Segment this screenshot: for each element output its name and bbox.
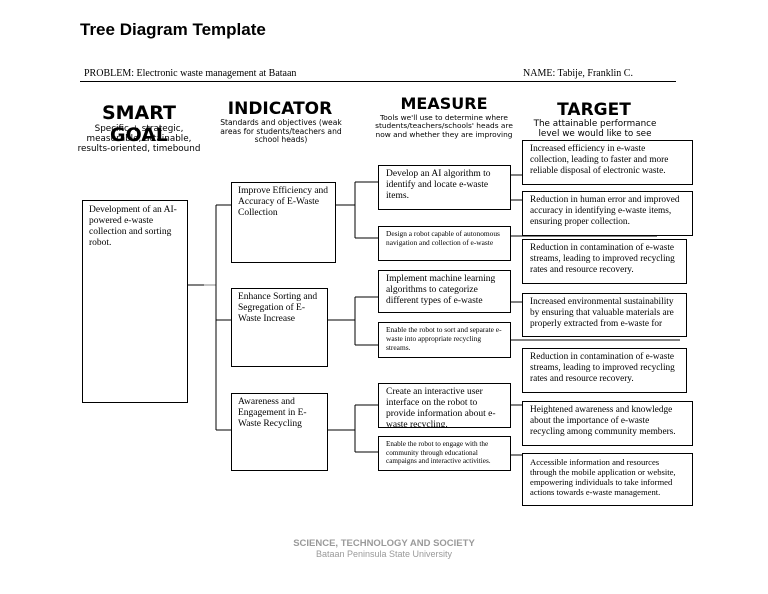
footer-university: Bataan Peninsula State University — [315, 549, 453, 559]
smart-goal-subtitle: Specific + strategic, measurable, attain… — [77, 124, 201, 154]
measure-text: Develop an AI algorithm to identify and … — [386, 169, 491, 201]
measure-box: Develop an AI algorithm to identify and … — [378, 165, 511, 210]
footer-course: SCIENCE, TECHNOLOGY AND SOCIETY — [293, 538, 475, 549]
target-box: Accessible information and resources thr… — [522, 453, 693, 506]
target-box: Increased environmental sustainability b… — [522, 293, 687, 337]
indicator-box: Awareness and Engagement in E-Waste Recy… — [231, 393, 328, 471]
target-box: Reduction in contamination of e-waste st… — [522, 348, 687, 393]
problem-statement: PROBLEM: Electronic waste management at … — [84, 68, 297, 79]
target-text: Heightened awareness and knowledge about… — [530, 405, 676, 437]
measure-box: Enable the robot to engage with the comm… — [378, 436, 511, 471]
measure-box: Design a robot capable of autonomous nav… — [378, 226, 511, 261]
target-box: Reduction in contamination of e-waste st… — [522, 239, 687, 284]
indicator-box: Enhance Sorting and Segregation of E-Was… — [231, 288, 328, 367]
target-box: Increased efficiency in e-waste collecti… — [522, 140, 693, 185]
indicator-text: Improve Efficiency and Accuracy of E-Was… — [238, 186, 329, 218]
target-text: Increased environmental sustainability b… — [530, 297, 674, 329]
header-divider — [80, 81, 676, 82]
target-text: Increased efficiency in e-waste collecti… — [530, 144, 669, 176]
indicator-text: Enhance Sorting and Segregation of E-Was… — [238, 292, 318, 324]
goal-box: Development of an AI-powered e-waste col… — [82, 200, 188, 403]
target-text: Reduction in contamination of e-waste st… — [530, 352, 675, 384]
measure-box: Enable the robot to sort and separate e-… — [378, 322, 511, 358]
target-text: Reduction in contamination of e-waste st… — [530, 243, 675, 275]
measure-box: Implement machine learning algorithms to… — [378, 270, 511, 313]
page-title: Tree Diagram Template — [80, 20, 266, 39]
target-box: Reduction in human error and improved ac… — [522, 191, 693, 236]
indicator-subtitle: Standards and objectives (weak areas for… — [220, 118, 342, 144]
indicator-text: Awareness and Engagement in E-Waste Recy… — [238, 397, 307, 429]
smart-goal-heading: SMART GOAL — [101, 102, 177, 146]
measure-heading: MEASURE — [400, 94, 488, 113]
indicator-heading: INDICATOR — [227, 99, 333, 119]
target-text: Reduction in human error and improved ac… — [530, 195, 680, 227]
measure-text: Enable the robot to engage with the comm… — [386, 440, 491, 466]
target-heading: TARGET — [557, 100, 631, 120]
measure-text: Implement machine learning algorithms to… — [386, 274, 496, 306]
measure-text: Design a robot capable of autonomous nav… — [386, 229, 500, 247]
author-name: NAME: Tabije, Franklin C. — [523, 68, 633, 79]
measure-text: Enable the robot to sort and separate e-… — [386, 325, 502, 352]
measure-text: Create an interactive user interface on … — [386, 387, 496, 428]
measure-box: Create an interactive user interface on … — [378, 383, 511, 428]
goal-text: Development of an AI-powered e-waste col… — [89, 205, 177, 248]
measure-subtitle: Tools we'll use to determine where stude… — [375, 113, 513, 139]
target-box: Heightened awareness and knowledge about… — [522, 401, 693, 446]
target-subtitle: The attainable performance level we woul… — [533, 119, 657, 139]
indicator-box: Improve Efficiency and Accuracy of E-Was… — [231, 182, 336, 263]
target-text: Accessible information and resources thr… — [530, 457, 676, 498]
